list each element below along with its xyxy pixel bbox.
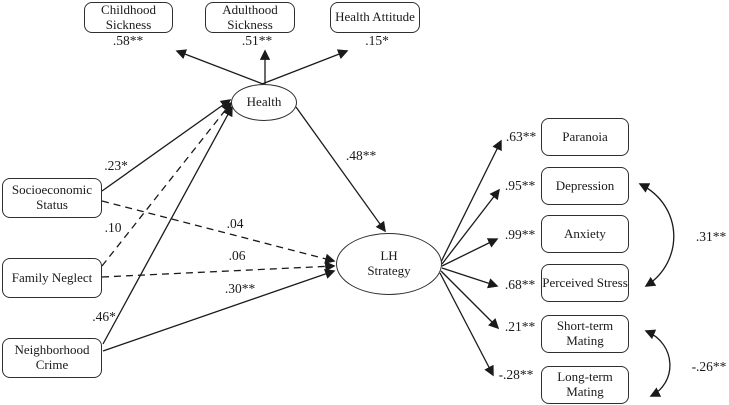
latent-label: LH Strategy	[367, 248, 411, 278]
box-label: Health Attitude	[335, 9, 415, 25]
box-label: Family Neglect	[11, 269, 93, 285]
coef-covariance-shortterm-longterm: -.26**	[691, 359, 727, 374]
box-family-neglect: Family Neglect	[2, 258, 102, 298]
arrow-lh-to-perceived-stress	[441, 267, 499, 289]
loading-adulthood-sickness: .51**	[241, 33, 273, 48]
arrow-lh-to-short-term-mating	[440, 270, 500, 330]
box-childhood-sickness: Childhood Sickness	[84, 2, 173, 33]
arrow-neighborhood-crime-to-lh-strategy	[102, 268, 336, 352]
box-label: Anxiety	[564, 225, 606, 241]
covariance-arrow-depression-perceived-stress	[638, 183, 675, 287]
box-socioeconomic-status: Socioeconomic Status	[2, 178, 102, 218]
loading-anxiety: .99**	[504, 227, 536, 242]
arrow-health-to-lh-strategy	[295, 106, 386, 233]
box-depression: Depression	[541, 167, 629, 205]
box-neighborhood-crime: Neighborhood Crime	[2, 338, 102, 378]
arrow-health-to-childhood-sickness	[175, 49, 264, 85]
ellipse-lh-strategy: LH Strategy	[336, 233, 442, 295]
box-long-term-mating: Long-term Mating	[541, 366, 629, 404]
loading-childhood-sickness: .58**	[112, 33, 144, 48]
coef-covariance-depression-stress: .31**	[695, 229, 727, 244]
loading-depression: .95**	[504, 178, 536, 193]
box-anxiety: Anxiety	[541, 215, 629, 253]
loading-perceived-stress: .68**	[504, 277, 536, 292]
box-label: Depression	[555, 177, 615, 193]
box-short-term-mating: Short-term Mating	[541, 315, 629, 353]
arrow-lh-to-depression	[441, 188, 500, 265]
coef-neighborhood-crime-to-lh-strategy: .30**	[224, 281, 256, 296]
arrow-lh-to-paranoia	[440, 139, 502, 263]
box-label: Childhood Sickness	[101, 1, 156, 32]
coef-family-neglect-to-health: .10	[104, 220, 122, 235]
loading-long-term-mating: -.28**	[498, 367, 534, 382]
box-paranoia: Paranoia	[541, 118, 629, 156]
coef-ses-to-lh-strategy: .04	[226, 216, 244, 231]
box-label: Socioeconomic Status	[11, 182, 93, 212]
box-label: Perceived Stress	[542, 274, 628, 290]
loading-paranoia: .63**	[505, 129, 537, 144]
coef-neighborhood-crime-to-health: .46*	[92, 309, 116, 324]
box-health-attitude: Health Attitude	[330, 2, 420, 33]
latent-label: Health	[246, 94, 282, 110]
arrow-ses-to-health	[101, 99, 232, 192]
box-adulthood-sickness: Adulthood Sickness	[205, 2, 295, 33]
loading-health-attitude: .15*	[365, 33, 389, 48]
loading-short-term-mating: .21**	[504, 319, 536, 334]
box-perceived-stress: Perceived Stress	[541, 264, 629, 302]
box-label: Long-term Mating	[557, 369, 613, 399]
box-label: Short-term Mating	[556, 318, 614, 348]
covariance-arrow-shortterm-longterm	[644, 329, 671, 397]
arrow-health-to-health-attitude	[261, 49, 349, 85]
box-label: Neighborhood Crime	[14, 342, 90, 372]
arrow-lh-to-anxiety	[441, 238, 499, 267]
coef-ses-to-health: .23*	[104, 158, 128, 173]
coef-health-to-lh-strategy: .48**	[345, 148, 377, 163]
coef-family-neglect-to-lh-strategy: .06	[228, 248, 246, 263]
arrow-ses-to-lh-strategy	[101, 200, 336, 264]
arrow-family-neglect-to-health	[101, 101, 232, 267]
ellipse-health: Health	[231, 84, 297, 121]
box-label: Paranoia	[562, 128, 608, 144]
box-label: Adulthood Sickness	[222, 1, 278, 32]
arrow-lh-to-long-term-mating	[439, 272, 494, 377]
arrow-neighborhood-crime-to-health	[102, 105, 233, 345]
arrow-family-neglect-to-lh-strategy	[101, 261, 336, 278]
